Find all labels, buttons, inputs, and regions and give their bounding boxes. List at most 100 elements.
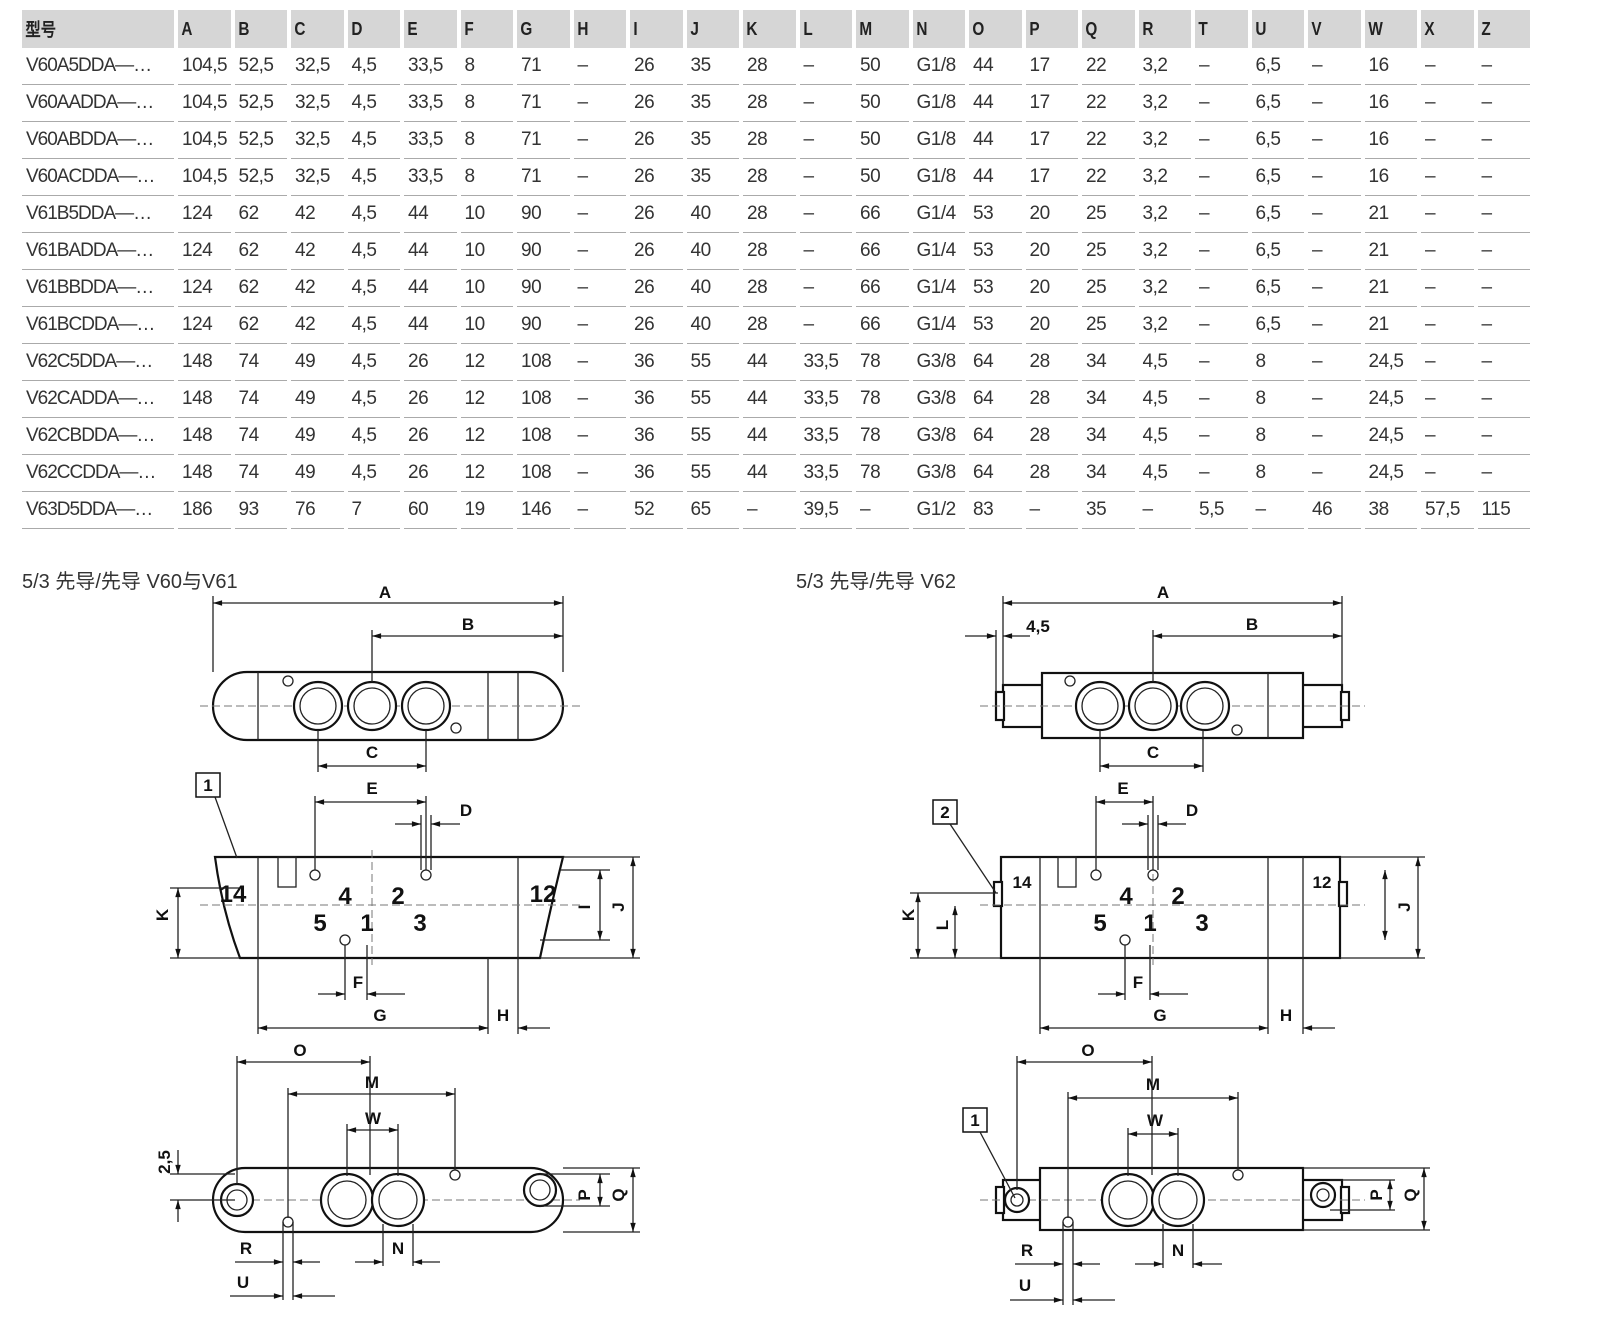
value-cell: – — [573, 344, 626, 381]
value-cell: – — [1421, 159, 1474, 196]
value-cell: – — [1477, 455, 1530, 492]
value-cell: 28 — [743, 196, 796, 233]
value-cell: – — [799, 196, 852, 233]
value-cell: 24,5 — [1364, 344, 1417, 381]
value-cell: G1/4 — [912, 270, 965, 307]
dim-label-d: D — [1186, 801, 1198, 820]
dim-label-r: R — [240, 1239, 252, 1258]
value-cell: – — [1195, 122, 1248, 159]
model-cell: V61BCDDA—… — [22, 307, 174, 344]
value-cell: G1/8 — [912, 85, 965, 122]
value-cell: 34 — [1082, 344, 1135, 381]
value-cell: 4,5 — [347, 270, 400, 307]
dim-label-q: Q — [1401, 1188, 1420, 1201]
column-header-x: X — [1421, 10, 1466, 48]
value-cell: – — [1477, 159, 1530, 196]
value-cell: 55 — [686, 344, 739, 381]
value-cell: 8 — [1251, 455, 1304, 492]
value-cell: 104,5 — [178, 159, 231, 196]
value-cell: 3,2 — [1138, 122, 1191, 159]
value-cell: 148 — [178, 344, 231, 381]
value-cell: 4,5 — [347, 307, 400, 344]
value-cell: – — [856, 492, 909, 529]
dim-label-h: H — [1280, 1006, 1292, 1025]
value-cell: 20 — [1025, 196, 1078, 233]
dim-label-f: F — [1133, 973, 1143, 992]
value-cell: 71 — [517, 85, 570, 122]
model-cell: V61BBDDA—… — [22, 270, 174, 307]
value-cell: 148 — [178, 381, 231, 418]
value-cell: 6,5 — [1251, 48, 1304, 85]
value-cell: 90 — [517, 196, 570, 233]
value-cell: 46 — [1308, 492, 1361, 529]
value-cell: 104,5 — [178, 48, 231, 85]
value-cell: – — [1477, 381, 1530, 418]
value-cell: 52,5 — [234, 85, 287, 122]
value-cell: – — [1138, 492, 1191, 529]
column-header-q: Q — [1082, 10, 1127, 48]
value-cell: 33,5 — [404, 159, 457, 196]
column-header-k: K — [743, 10, 788, 48]
value-cell: – — [573, 307, 626, 344]
value-cell: 8 — [1251, 418, 1304, 455]
value-cell: 28 — [1025, 418, 1078, 455]
value-cell: 50 — [856, 122, 909, 159]
value-cell: 25 — [1082, 196, 1135, 233]
value-cell: 28 — [743, 270, 796, 307]
dim-label-p: P — [1367, 1189, 1386, 1200]
value-cell: 44 — [969, 159, 1022, 196]
dim-label-o: O — [1081, 1041, 1094, 1060]
drawing-v60-v61: 5/3 先导/先导 V60与V61 A B C — [22, 570, 640, 1300]
value-cell: G3/8 — [912, 455, 965, 492]
value-cell: – — [1421, 196, 1474, 233]
value-cell: 3,2 — [1138, 307, 1191, 344]
value-cell: 44 — [404, 270, 457, 307]
value-cell: – — [1195, 196, 1248, 233]
value-cell: 108 — [517, 418, 570, 455]
value-cell: 44 — [743, 455, 796, 492]
value-cell: – — [573, 381, 626, 418]
dim-label-c: C — [1147, 743, 1159, 762]
value-cell: 4,5 — [347, 381, 400, 418]
value-cell: – — [743, 492, 796, 529]
value-cell: 12 — [460, 418, 513, 455]
dim-label-a: A — [1157, 583, 1169, 602]
value-cell: 6,5 — [1251, 307, 1304, 344]
value-cell: 50 — [856, 159, 909, 196]
value-cell: – — [1308, 307, 1361, 344]
value-cell: 19 — [460, 492, 513, 529]
value-cell: 8 — [460, 159, 513, 196]
value-cell: 42 — [291, 196, 344, 233]
value-cell: 4,5 — [1138, 381, 1191, 418]
column-header-l: L — [799, 10, 845, 48]
value-cell: – — [1477, 344, 1530, 381]
value-cell: 20 — [1025, 270, 1078, 307]
value-cell: 55 — [686, 455, 739, 492]
port-label-1: 1 — [1143, 910, 1156, 937]
value-cell: 49 — [291, 418, 344, 455]
column-header-f: F — [460, 10, 506, 48]
model-cell: V61B5DDA—… — [22, 196, 174, 233]
value-cell: 28 — [743, 48, 796, 85]
value-cell: 44 — [743, 344, 796, 381]
value-cell: 33,5 — [799, 381, 852, 418]
value-cell: 40 — [686, 270, 739, 307]
column-header-b: B — [234, 10, 280, 48]
value-cell: 52,5 — [234, 122, 287, 159]
value-cell: 108 — [517, 455, 570, 492]
value-cell: G1/4 — [912, 307, 965, 344]
value-cell: 66 — [856, 233, 909, 270]
value-cell: 34 — [1082, 418, 1135, 455]
dim-label-j: J — [609, 902, 628, 911]
dim-label-e: E — [366, 779, 377, 798]
column-header-r: R — [1138, 10, 1184, 48]
value-cell: – — [1477, 233, 1530, 270]
value-cell: 34 — [1082, 381, 1135, 418]
value-cell: – — [573, 48, 626, 85]
dim-label-g: G — [1153, 1006, 1166, 1025]
port-label-2: 2 — [1171, 883, 1184, 910]
value-cell: – — [1421, 381, 1474, 418]
